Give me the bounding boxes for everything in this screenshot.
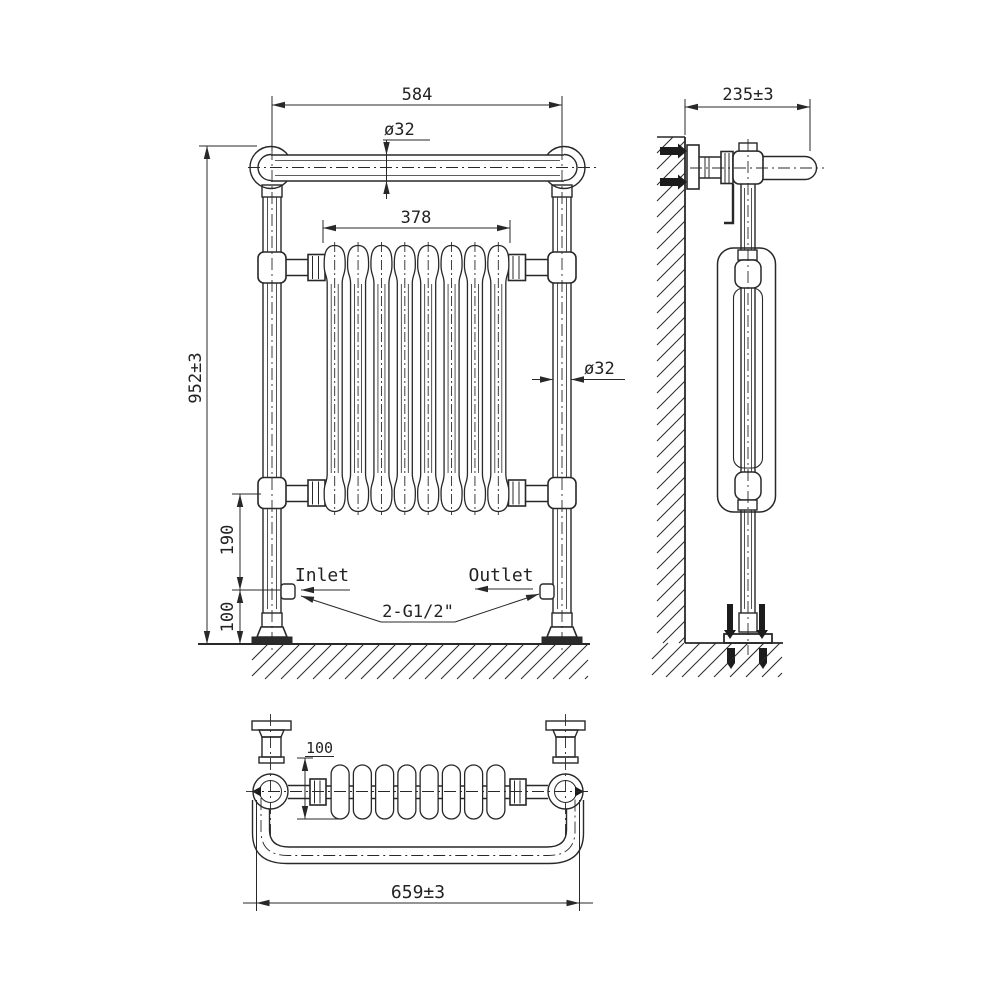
side-radiator-outline — [716, 247, 777, 513]
right-mid-stub — [525, 258, 548, 277]
plan-view — [243, 714, 593, 911]
outlet-stub — [539, 583, 555, 600]
thread-label: 2-G1/2" — [382, 602, 454, 622]
plan-dim-bar-offset: 100 — [306, 739, 333, 757]
bracket-hook — [724, 184, 735, 225]
radiator-section — [417, 244, 440, 513]
floor-screw-right — [756, 604, 768, 639]
column-radiator — [323, 242, 510, 515]
left-bottom-nut — [307, 479, 326, 507]
dim-depth: 235±3 — [722, 85, 773, 105]
plan-towel-bar — [251, 800, 585, 865]
plan-radiator-section — [352, 764, 373, 820]
right-mid-nut — [507, 253, 527, 282]
plan-dim-overall-width: 659±3 — [391, 882, 445, 903]
plan-radiator-section — [419, 764, 439, 820]
radiator-section — [487, 244, 510, 513]
plan-radiator-section — [486, 764, 506, 820]
side-dimensions — [684, 99, 811, 151]
dim-rail-to-inlet: 190 — [218, 525, 238, 556]
front-centerlines — [248, 148, 597, 650]
radiator-section — [370, 244, 393, 513]
plan-right-nut — [509, 778, 527, 806]
wall-plate — [686, 144, 700, 190]
left-mid-stub — [286, 258, 308, 277]
radiator-section — [323, 244, 346, 513]
dim-top-bar-diameter: ø32 — [384, 120, 415, 140]
dim-overall-width: 584 — [402, 85, 433, 105]
dim-inlet-to-floor: 100 — [218, 602, 238, 633]
plan-stub-pipes — [288, 784, 548, 800]
wall-hatch — [656, 136, 686, 644]
radiator-section — [393, 244, 416, 513]
side-view — [651, 99, 824, 678]
right-bottom-stub — [525, 484, 548, 503]
left-bottom-stub — [286, 484, 308, 503]
bracket-nut — [720, 150, 734, 185]
side-bottom-collar — [737, 499, 758, 511]
plan-left-wall-stub — [251, 720, 292, 764]
dim-overall-height: 952±3 — [186, 352, 206, 403]
front-view — [198, 96, 625, 680]
plan-radiator-section — [397, 764, 417, 820]
floor-screw-left — [724, 604, 736, 639]
side-centerlines — [690, 139, 824, 655]
right-bottom-nut — [507, 479, 527, 507]
bracket-stub — [699, 156, 721, 179]
front-view-texts: 584 ø32 378 952±3 190 100 ø32 Inlet Outl… — [186, 85, 615, 632]
plan-left-nut — [309, 778, 327, 806]
front-floor-hatch — [251, 643, 589, 680]
left-mid-nut — [307, 253, 326, 282]
radiator-section — [440, 244, 463, 513]
plan-centerlines — [246, 714, 590, 856]
floor-anchor-right — [759, 648, 767, 669]
top-towel-bar — [271, 154, 564, 182]
inlet-label: Inlet — [295, 565, 349, 586]
plan-radiator-section — [441, 764, 462, 820]
top-right-elbow-inner — [563, 153, 578, 182]
plan-radiator-section — [330, 764, 350, 820]
plan-radiator-sections — [330, 764, 506, 820]
dim-radiator-width: 378 — [401, 208, 432, 228]
wall-screw-bottom — [660, 174, 687, 190]
wall-screw-top — [660, 143, 687, 159]
floor-anchor-left — [727, 648, 735, 669]
radiator-section — [463, 244, 487, 513]
inlet-stub — [280, 583, 296, 600]
outlet-label: Outlet — [468, 565, 533, 586]
dimension-arrowheads — [203, 101, 810, 907]
side-floor-hatch — [651, 642, 783, 678]
side-top-collar — [737, 249, 758, 261]
plan-radiator-section — [374, 764, 395, 820]
plan-radiator-section — [463, 764, 484, 820]
dim-tube-diameter: ø32 — [584, 359, 615, 379]
radiator-section — [346, 244, 370, 513]
